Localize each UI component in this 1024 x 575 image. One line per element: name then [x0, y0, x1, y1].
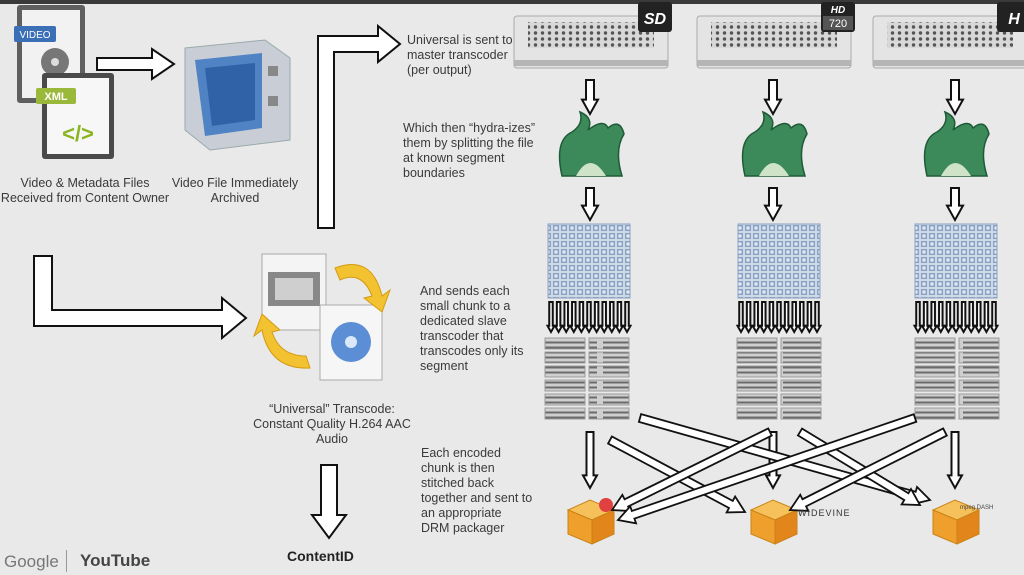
google-logo: Google: [4, 552, 59, 571]
files-received-label: Video & Metadata Files Received from Con…: [0, 176, 170, 205]
mpeg-dash-logo: mpeg DASH: [960, 505, 993, 511]
segment-grid: [547, 223, 631, 299]
transcode-icon: [252, 253, 392, 381]
arrow-to-hydra: [763, 79, 783, 117]
arrow-to-packager: [946, 431, 964, 491]
universal-transcode-label: “Universal” Transcode: Constant Quality …: [253, 402, 411, 446]
footer-divider: [66, 550, 67, 572]
step-slave-label: And sends each small chunk to a dedicate…: [420, 284, 524, 373]
output-badge: SD: [638, 2, 672, 32]
arrow-to-master: [317, 23, 402, 229]
output-badge-label: HD: [831, 5, 845, 16]
drm-packager-icon: [931, 499, 981, 545]
top-edge: [0, 0, 1024, 4]
arrow-to-chunks: [945, 187, 965, 223]
output-badge-label: H: [1008, 11, 1020, 28]
slave-transcoder-rack: [736, 337, 822, 420]
slave-transcoder-rack: [914, 337, 1000, 420]
arrow-to-chunks: [580, 187, 600, 223]
svg-text:VIDEO: VIDEO: [19, 30, 50, 41]
archive-safe-icon: [184, 39, 291, 151]
svg-text:</>: </>: [62, 121, 94, 146]
hydra-icon: [558, 110, 625, 177]
widevine-logo: WIDEVINE: [798, 508, 851, 518]
step-hydrate-label: Which then “hydra-izes” them by splittin…: [403, 121, 535, 180]
chunk-arrows: [545, 301, 633, 335]
chunk-arrows: [735, 301, 823, 335]
pipeline-column-2: HD 720: [696, 2, 855, 545]
output-badge: HD 720: [821, 2, 855, 32]
output-badge: H: [997, 2, 1024, 32]
arrow-to-archive: [96, 47, 176, 81]
step-master-label: Universal is sent to master transcoder (…: [407, 33, 513, 77]
master-transcoder-server: [513, 15, 669, 69]
hydra-icon: [741, 110, 808, 177]
output-badge-label: SD: [644, 11, 667, 28]
output-badge-sub: 720: [829, 18, 847, 30]
pipeline-column-1: SD: [513, 2, 672, 545]
hydra-icon: [923, 110, 990, 177]
segment-grid: [914, 223, 998, 299]
arrow-to-contentid: [310, 464, 348, 540]
drm-packager-icon: [566, 499, 616, 545]
arrow-to-chunks: [763, 187, 783, 223]
arrow-to-hydra: [945, 79, 965, 117]
svg-text:XML: XML: [44, 91, 68, 103]
arrow-to-hydra: [580, 79, 600, 117]
master-transcoder-server: [872, 15, 1024, 69]
segment-grid: [737, 223, 821, 299]
master-transcoder-server: [696, 15, 852, 69]
archived-label: Video File Immediately Archived: [171, 176, 299, 205]
xml-file-icon: XML </>: [36, 73, 114, 159]
drm-badge-icon: [599, 498, 613, 512]
drm-packager-icon: [749, 499, 799, 545]
arrow-to-universal: [33, 255, 248, 341]
chunk-arrows: [912, 301, 1000, 335]
youtube-logo: YouTube: [80, 551, 151, 570]
contentid-logo: ContentID: [287, 548, 354, 564]
arrow-to-packager: [581, 431, 599, 491]
step-stitch-label: Each encoded chunk is then stitched back…: [421, 446, 533, 535]
pipeline-column-3: H: [872, 2, 1024, 545]
cross-arrows: [606, 413, 949, 525]
slave-transcoder-rack: [544, 337, 630, 420]
